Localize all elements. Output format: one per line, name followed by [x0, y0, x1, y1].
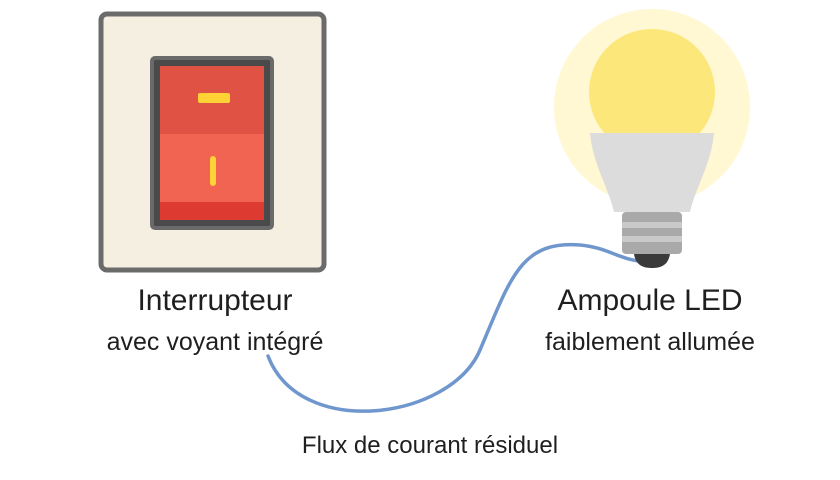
switch-subtitle: avec voyant intégré: [106, 328, 324, 356]
bulb-screw-thread: [622, 222, 682, 228]
bulb-title: Ampoule LED: [557, 284, 743, 317]
indicator-light-icon: [198, 93, 230, 103]
bulb-screw-thread: [622, 236, 682, 242]
switch-title: Interrupteur: [137, 284, 293, 317]
bulb-tip: [634, 254, 670, 268]
rocker-base: [160, 202, 264, 220]
bulb-subtitle: faiblement allumée: [545, 328, 755, 356]
current-flow-label: Flux de courant résiduel: [301, 432, 559, 459]
led-bulb: [554, 9, 750, 268]
bulb-glass: [589, 29, 715, 155]
wall-switch: [98, 11, 327, 273]
bulb-screw-base: [622, 212, 682, 254]
on-mark-icon: [210, 156, 216, 186]
residual-current-wire: [266, 242, 654, 413]
bulb-body: [590, 133, 714, 212]
